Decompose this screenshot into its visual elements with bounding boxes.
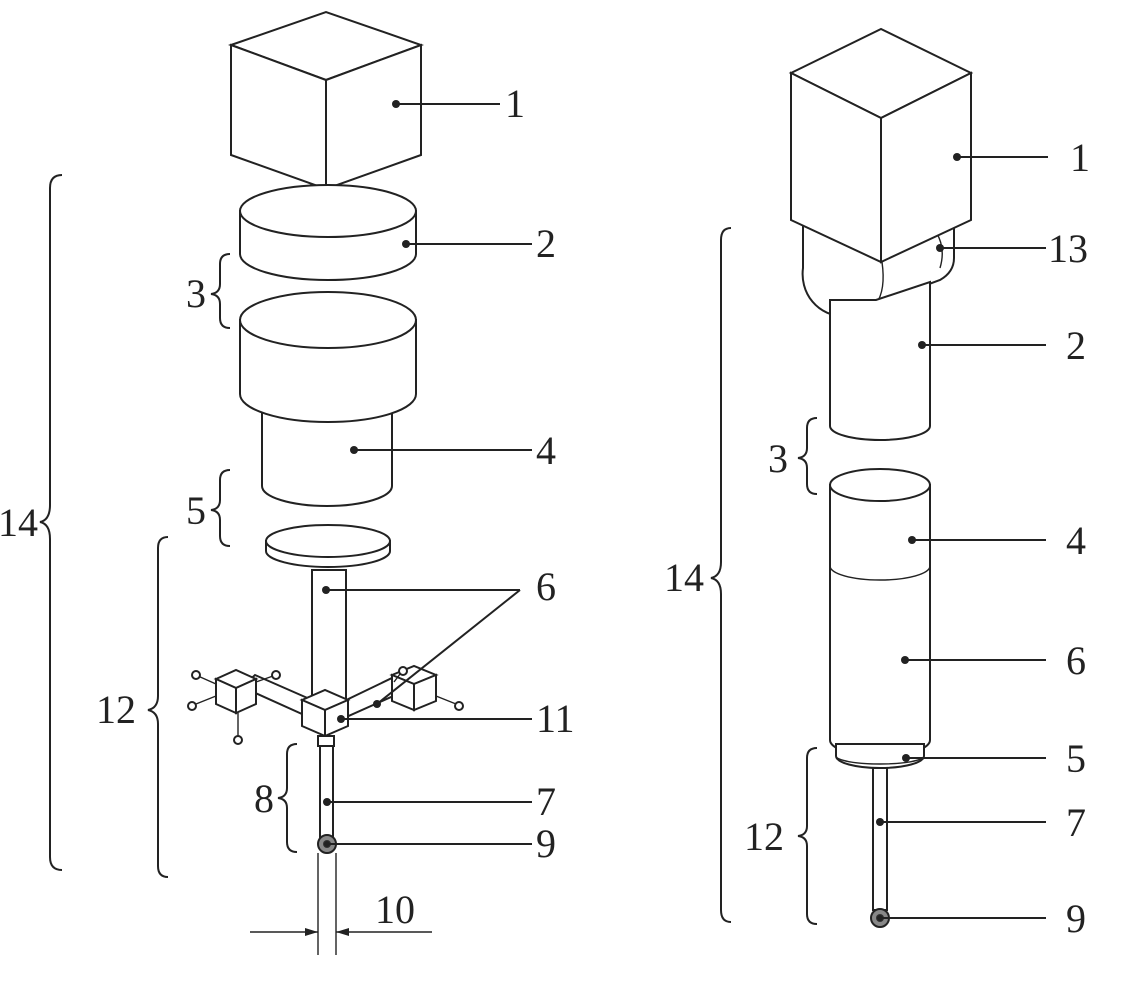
- right-lower-cylinder: [829, 468, 931, 757]
- left-label-12: 12: [96, 687, 136, 732]
- left-label-6: 6: [536, 564, 556, 609]
- left-label-3: 3: [186, 271, 206, 316]
- right-label-9: 9: [1066, 896, 1086, 941]
- right-upper-cylinder: [829, 280, 931, 441]
- right-label-4: 4: [1066, 518, 1086, 563]
- right-label-12: 12: [744, 814, 784, 859]
- right-label-3: 3: [768, 436, 788, 481]
- left-cube-component: [228, 10, 424, 191]
- left-label-1: 1: [505, 81, 525, 126]
- right-label-14: 14: [664, 555, 704, 600]
- right-braces: [710, 227, 818, 925]
- left-diagram: 1 2 3 4 5 6 11 12 7 8 9 10 14: [0, 10, 575, 955]
- right-leaders: [876, 153, 1048, 921]
- left-label-2: 2: [536, 221, 556, 266]
- left-label-9: 9: [536, 821, 556, 866]
- left-stylus: [317, 735, 337, 854]
- right-stylus: [870, 767, 890, 928]
- right-diagram: 1 13 2 3 4 14 6 5 7 12 9: [664, 27, 1090, 941]
- right-label-13: 13: [1048, 226, 1088, 271]
- left-stepped-cylinder-component: [239, 291, 417, 507]
- left-dimension-10: [250, 853, 432, 955]
- left-disc-component: [239, 184, 417, 281]
- right-label-7: 7: [1066, 800, 1086, 845]
- left-label-5: 5: [186, 488, 206, 533]
- right-label-2: 2: [1066, 323, 1086, 368]
- right-bottom-ring: [835, 743, 925, 769]
- left-label-14: 14: [0, 500, 38, 545]
- left-label-4: 4: [536, 428, 556, 473]
- right-label-1: 1: [1070, 135, 1090, 180]
- left-label-10: 10: [375, 887, 415, 932]
- left-label-8: 8: [254, 776, 274, 821]
- left-plate-component: [265, 524, 391, 568]
- left-shaft-and-arms: [187, 569, 464, 745]
- left-braces: [39, 174, 298, 878]
- left-leaders: [322, 100, 532, 847]
- right-box-component: [788, 27, 974, 264]
- left-label-7: 7: [536, 779, 556, 824]
- left-labels: 1 2 3 4 5 6 11 12 7 8 9 10 14: [0, 81, 575, 932]
- right-label-6: 6: [1066, 638, 1086, 683]
- right-label-5: 5: [1066, 736, 1086, 781]
- left-label-11: 11: [536, 696, 575, 741]
- right-labels: 1 13 2 3 4 14 6 5 7 12 9: [664, 135, 1090, 941]
